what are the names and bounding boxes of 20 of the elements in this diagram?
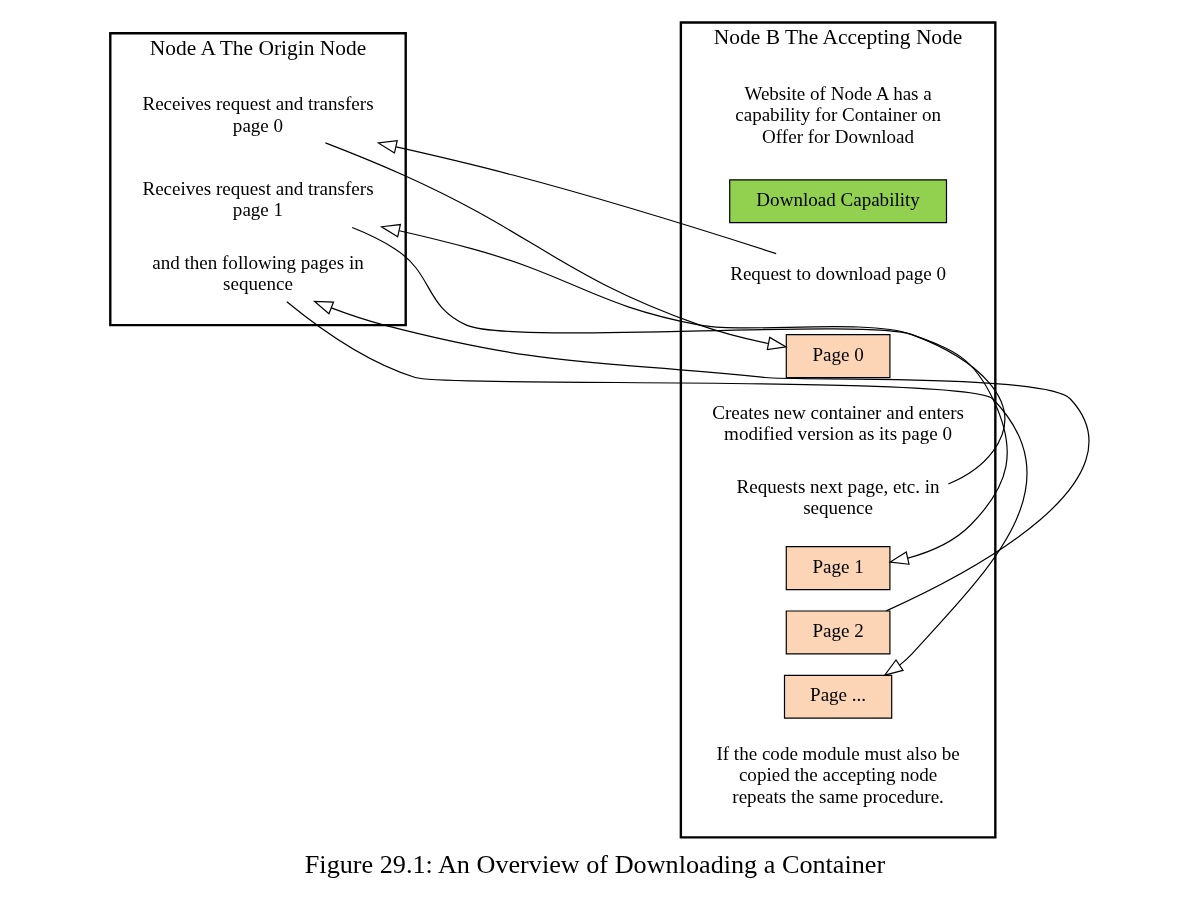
node-text: Website of Node A has a capability for Container on Offer for Download (734, 82, 941, 147)
arrow (376, 140, 777, 255)
arrow (379, 223, 1005, 485)
node-box: Page 2 (785, 610, 890, 655)
node-box: Download Capability (728, 179, 947, 224)
node-text: and then following pages in sequence (151, 251, 364, 295)
node-text: Request to download page 0 (729, 262, 946, 284)
node-text: Receives request and transfers page 0 (141, 93, 374, 136)
arrow (351, 226, 1008, 565)
caption: Figure 29.1: An Overview of Downloading a Container (304, 849, 885, 879)
node-box: Page ... (783, 674, 892, 719)
node-text: If the code module must also be copied the accepting node repeats the same procedure. (715, 742, 960, 807)
node-text: Receives request and transfers page 1 (141, 178, 374, 221)
arrow (285, 301, 1027, 677)
arrow (324, 142, 788, 351)
node-text: Creates new container and enters modified version as its page 0 (711, 401, 964, 445)
arrow (312, 300, 1090, 612)
node-box: Page 1 (785, 546, 890, 591)
node-text: Requests next page, etc. in sequence (736, 475, 940, 519)
node-box: Page 0 (785, 334, 890, 379)
